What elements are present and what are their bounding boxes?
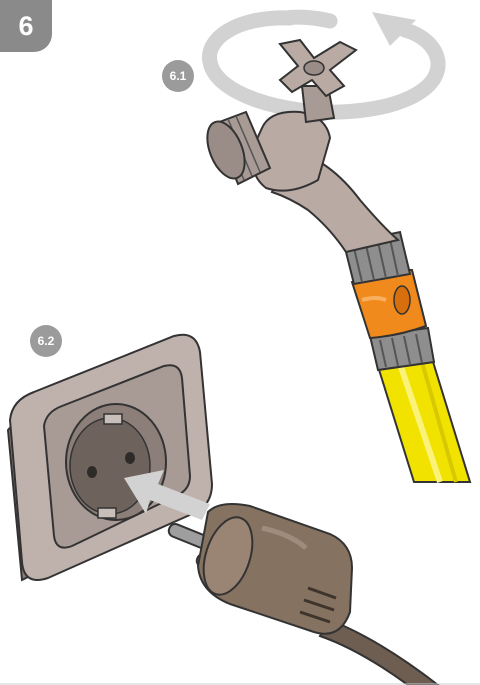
step-number-badge: 6 (0, 0, 52, 52)
garden-hose-icon (374, 350, 472, 483)
power-cable (318, 618, 440, 685)
water-tap-icon (206, 38, 401, 254)
power-plug-icon (167, 503, 354, 635)
substep-badge-6-2: 6.2 (30, 325, 62, 357)
insert-arrow-icon (124, 470, 210, 520)
substep-badge-6-1: 6.1 (162, 60, 194, 92)
hose-connector (342, 230, 436, 372)
wall-socket-icon (6, 333, 214, 582)
